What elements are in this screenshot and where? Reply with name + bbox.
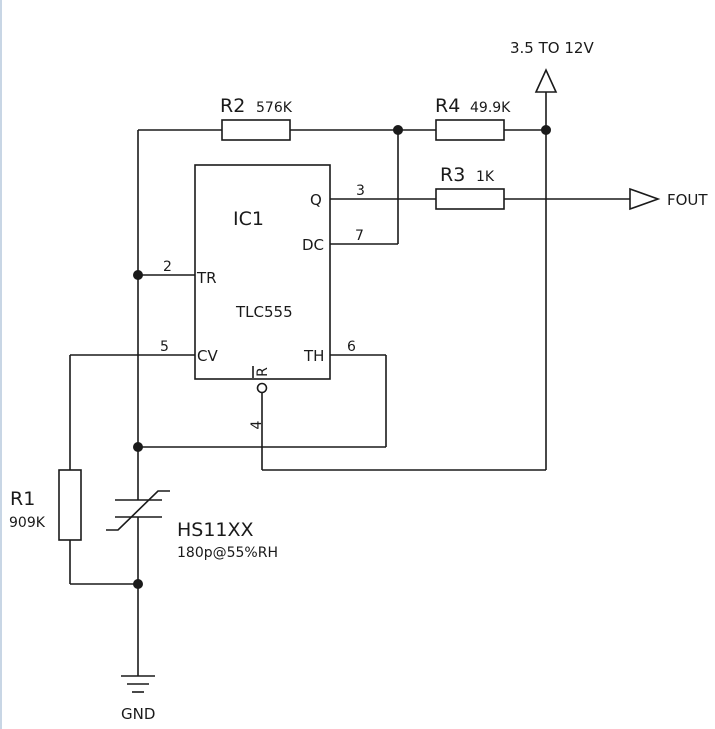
resistor-r1: R1 909K <box>9 469 82 541</box>
pin-name-dc: DC <box>302 236 324 254</box>
pin-number-3: 3 <box>356 183 365 199</box>
r1-body <box>58 469 82 541</box>
pin-name-cv: CV <box>197 347 218 365</box>
resistor-r3: R3 1K <box>435 164 505 210</box>
pin-number-2: 2 <box>163 259 172 275</box>
supply-label: 3.5 TO 12V <box>510 39 594 57</box>
ic-name: IC1 <box>233 208 264 230</box>
output-label: FOUT <box>667 191 708 209</box>
resistor-r2: R2 576K <box>220 95 293 141</box>
r3-value: 1K <box>476 169 495 185</box>
resistor-r4: R4 49.9K <box>435 95 511 141</box>
r2-value: 576K <box>256 100 293 116</box>
r3-ref: R3 <box>440 164 465 186</box>
ic-body <box>194 164 331 380</box>
ground-label: GND <box>121 705 155 723</box>
r4-ref: R4 <box>435 95 460 117</box>
junction-tr <box>133 270 143 280</box>
reset-inversion-bubble <box>256 382 268 394</box>
sensor-value: 180p@55%RH <box>177 545 278 561</box>
sensor-ref: HS11XX <box>177 519 254 541</box>
ic-part: TLC555 <box>235 303 293 321</box>
pin-name-th: TH <box>303 347 324 365</box>
output-terminal: FOUT <box>629 187 708 211</box>
junction-supply-rail <box>541 125 551 135</box>
output-arrow-icon <box>629 187 661 211</box>
page-edge <box>0 0 2 729</box>
wires <box>69 92 630 676</box>
sensor-variable-arrow <box>106 490 170 531</box>
r4-value: 49.9K <box>470 100 511 116</box>
pin-name-tr: TR <box>196 269 217 287</box>
junction-dc-rail <box>393 125 403 135</box>
pin-number-7: 7 <box>355 228 364 244</box>
r1-ref: R1 <box>10 488 35 510</box>
supply-arrow-icon <box>534 68 558 93</box>
pin-name-reset: R <box>255 367 271 377</box>
r3-body <box>435 188 505 210</box>
pin-name-q: Q <box>310 191 322 209</box>
supply-terminal: 3.5 TO 12V <box>510 39 594 93</box>
ground-symbol: GND <box>121 675 155 723</box>
r1-value: 909K <box>9 515 46 531</box>
r4-body <box>435 119 505 141</box>
junctions <box>133 125 551 589</box>
pin-number-6: 6 <box>347 339 356 355</box>
r2-body <box>221 119 291 141</box>
pin-number-5: 5 <box>160 339 169 355</box>
ic-tlc555: IC1 TLC555 Q DC TR CV TH R 3 7 2 5 6 4 <box>160 164 365 429</box>
junction-th <box>133 442 143 452</box>
pin-number-4: 4 <box>249 420 265 429</box>
r2-ref: R2 <box>220 95 245 117</box>
humidity-sensor-hs11xx: HS11XX 180p@55%RH <box>106 490 278 561</box>
junction-ground-node <box>133 579 143 589</box>
